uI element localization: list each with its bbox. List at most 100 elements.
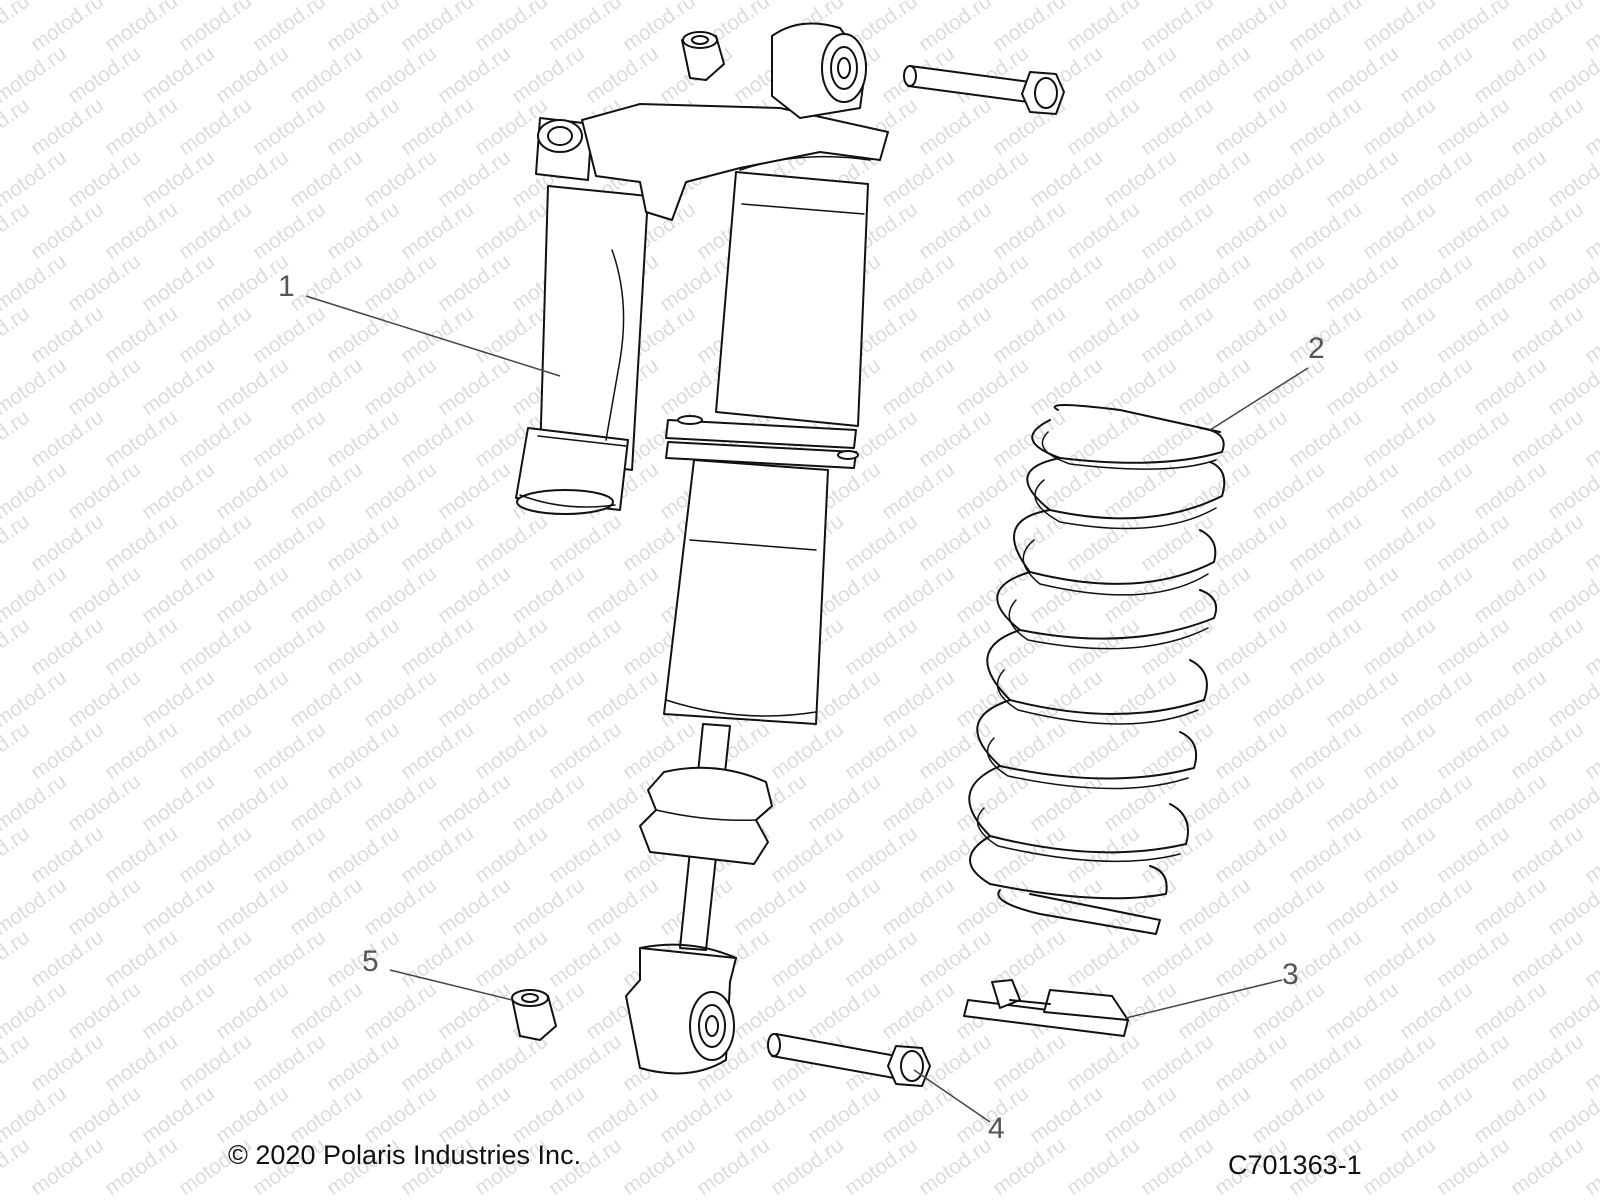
- watermark-text: motod.ru: [175, 510, 256, 576]
- watermark-text: motod.ru: [508, 874, 589, 940]
- upper-eyelet: [771, 22, 867, 119]
- watermark-text: motod.ru: [101, 1134, 182, 1200]
- watermark-text: motod.ru: [582, 1082, 663, 1148]
- watermark-text: motod.ru: [1359, 302, 1440, 368]
- watermark-text: motod.ru: [1137, 0, 1218, 56]
- watermark-text: motod.ru: [1211, 94, 1292, 160]
- watermark-text: motod.ru: [249, 94, 330, 160]
- watermark-text: motod.ru: [1581, 822, 1600, 888]
- watermark-text: motod.ru: [1137, 1030, 1218, 1096]
- watermark-text: motod.ru: [360, 874, 441, 940]
- watermark-text: motod.ru: [1322, 42, 1403, 108]
- watermark-text: motod.ru: [1322, 354, 1403, 420]
- leader-line-5: [389, 969, 513, 1001]
- watermark-text: motod.ru: [989, 718, 1070, 784]
- watermark-text: motod.ru: [1359, 718, 1440, 784]
- watermark-text: motod.ru: [1396, 562, 1477, 628]
- watermark-text: motod.ru: [397, 302, 478, 368]
- watermark-text: motod.ru: [138, 770, 219, 836]
- watermark-text: motod.ru: [323, 614, 404, 680]
- watermark-text: motod.ru: [1507, 822, 1588, 888]
- watermark-text: motod.ru: [175, 0, 256, 56]
- watermark-text: motod.ru: [0, 354, 71, 420]
- watermark-text: motod.ru: [1137, 302, 1218, 368]
- watermark-text: motod.ru: [1396, 250, 1477, 316]
- watermark-text: motod.ru: [101, 198, 182, 264]
- watermark-text: motod.ru: [212, 666, 293, 732]
- watermark-text: motod.ru: [471, 198, 552, 264]
- watermark-text: motod.ru: [730, 978, 811, 1044]
- watermark-text: motod.ru: [397, 94, 478, 160]
- watermark-text: motod.ru: [360, 562, 441, 628]
- watermark-text: motod.ru: [286, 562, 367, 628]
- watermark-text: motod.ru: [1063, 1134, 1144, 1200]
- watermark-text: motod.ru: [1174, 42, 1255, 108]
- watermark-text: motod.ru: [1322, 146, 1403, 212]
- watermark-text: motod.ru: [1581, 94, 1600, 160]
- spring-retainer-clip: [963, 979, 1129, 1037]
- watermark-text: motod.ru: [545, 822, 626, 888]
- watermark-text: motod.ru: [1470, 42, 1551, 108]
- callout-1: 1: [278, 270, 295, 303]
- watermark-text: motod.ru: [249, 718, 330, 784]
- watermark-text: motod.ru: [1507, 0, 1588, 56]
- watermark-text: motod.ru: [101, 718, 182, 784]
- watermark-text: motod.ru: [0, 978, 71, 1044]
- watermark-text: motod.ru: [1248, 770, 1329, 836]
- watermark-text: motod.ru: [64, 42, 145, 108]
- watermark-text: motod.ru: [915, 614, 996, 680]
- watermark-text: motod.ru: [249, 198, 330, 264]
- watermark-text: motod.ru: [1211, 0, 1292, 56]
- watermark-text: motod.ru: [582, 42, 663, 108]
- callout-4: 4: [988, 1112, 1005, 1145]
- watermark-text: motod.ru: [1470, 978, 1551, 1044]
- watermark-text: motod.ru: [582, 666, 663, 732]
- shock-body: [715, 155, 871, 427]
- watermark-text: motod.ru: [878, 666, 959, 732]
- watermark-text: motod.ru: [1507, 614, 1588, 680]
- watermark-text: motod.ru: [1322, 1082, 1403, 1148]
- watermark-text: motod.ru: [952, 354, 1033, 420]
- watermark-text: motod.ru: [397, 0, 478, 56]
- watermark-text: motod.ru: [952, 146, 1033, 212]
- watermark-text: motod.ru: [212, 458, 293, 524]
- watermark-text: motod.ru: [1248, 42, 1329, 108]
- watermark-text: motod.ru: [1026, 146, 1107, 212]
- watermark-text: motod.ru: [1285, 94, 1366, 160]
- watermark-text: motod.ru: [1285, 822, 1366, 888]
- watermark-text: motod.ru: [138, 666, 219, 732]
- watermark-text: motod.ru: [212, 354, 293, 420]
- shock-reservoir: [515, 185, 649, 515]
- watermark-text: motod.ru: [1507, 926, 1588, 992]
- watermark-text: motod.ru: [1248, 1082, 1329, 1148]
- watermark-text: motod.ru: [915, 0, 996, 56]
- watermark-text: motod.ru: [1174, 458, 1255, 524]
- watermark-text: motod.ru: [249, 614, 330, 680]
- watermark-text: motod.ru: [471, 718, 552, 784]
- watermark-text: motod.ru: [841, 926, 922, 992]
- watermark-text: motod.ru: [1470, 250, 1551, 316]
- watermark-text: motod.ru: [1063, 0, 1144, 56]
- watermark-text: motod.ru: [1063, 198, 1144, 264]
- watermark-text: motod.ru: [1137, 198, 1218, 264]
- watermark-text: motod.ru: [1470, 354, 1551, 420]
- watermark-text: motod.ru: [138, 978, 219, 1044]
- watermark-text: motod.ru: [323, 406, 404, 472]
- watermark-text: motod.ru: [1322, 978, 1403, 1044]
- watermark-text: motod.ru: [1285, 1030, 1366, 1096]
- watermark-text: motod.ru: [286, 250, 367, 316]
- watermark-text: motod.ru: [1322, 770, 1403, 836]
- watermark-text: motod.ru: [545, 926, 626, 992]
- watermark-text: motod.ru: [0, 406, 34, 472]
- watermark-text: motod.ru: [0, 42, 71, 108]
- watermark-text: motod.ru: [1100, 354, 1181, 420]
- watermark-text: motod.ru: [101, 0, 182, 56]
- watermark-text: motod.ru: [286, 770, 367, 836]
- watermark-text: motod.ru: [360, 146, 441, 212]
- watermark-text: motod.ru: [767, 718, 848, 784]
- watermark-text: motod.ru: [1211, 614, 1292, 680]
- watermark-text: motod.ru: [1470, 562, 1551, 628]
- watermark-text: motod.ru: [434, 666, 515, 732]
- watermark-text: motod.ru: [841, 1134, 922, 1200]
- watermark-text: motod.ru: [27, 1134, 108, 1200]
